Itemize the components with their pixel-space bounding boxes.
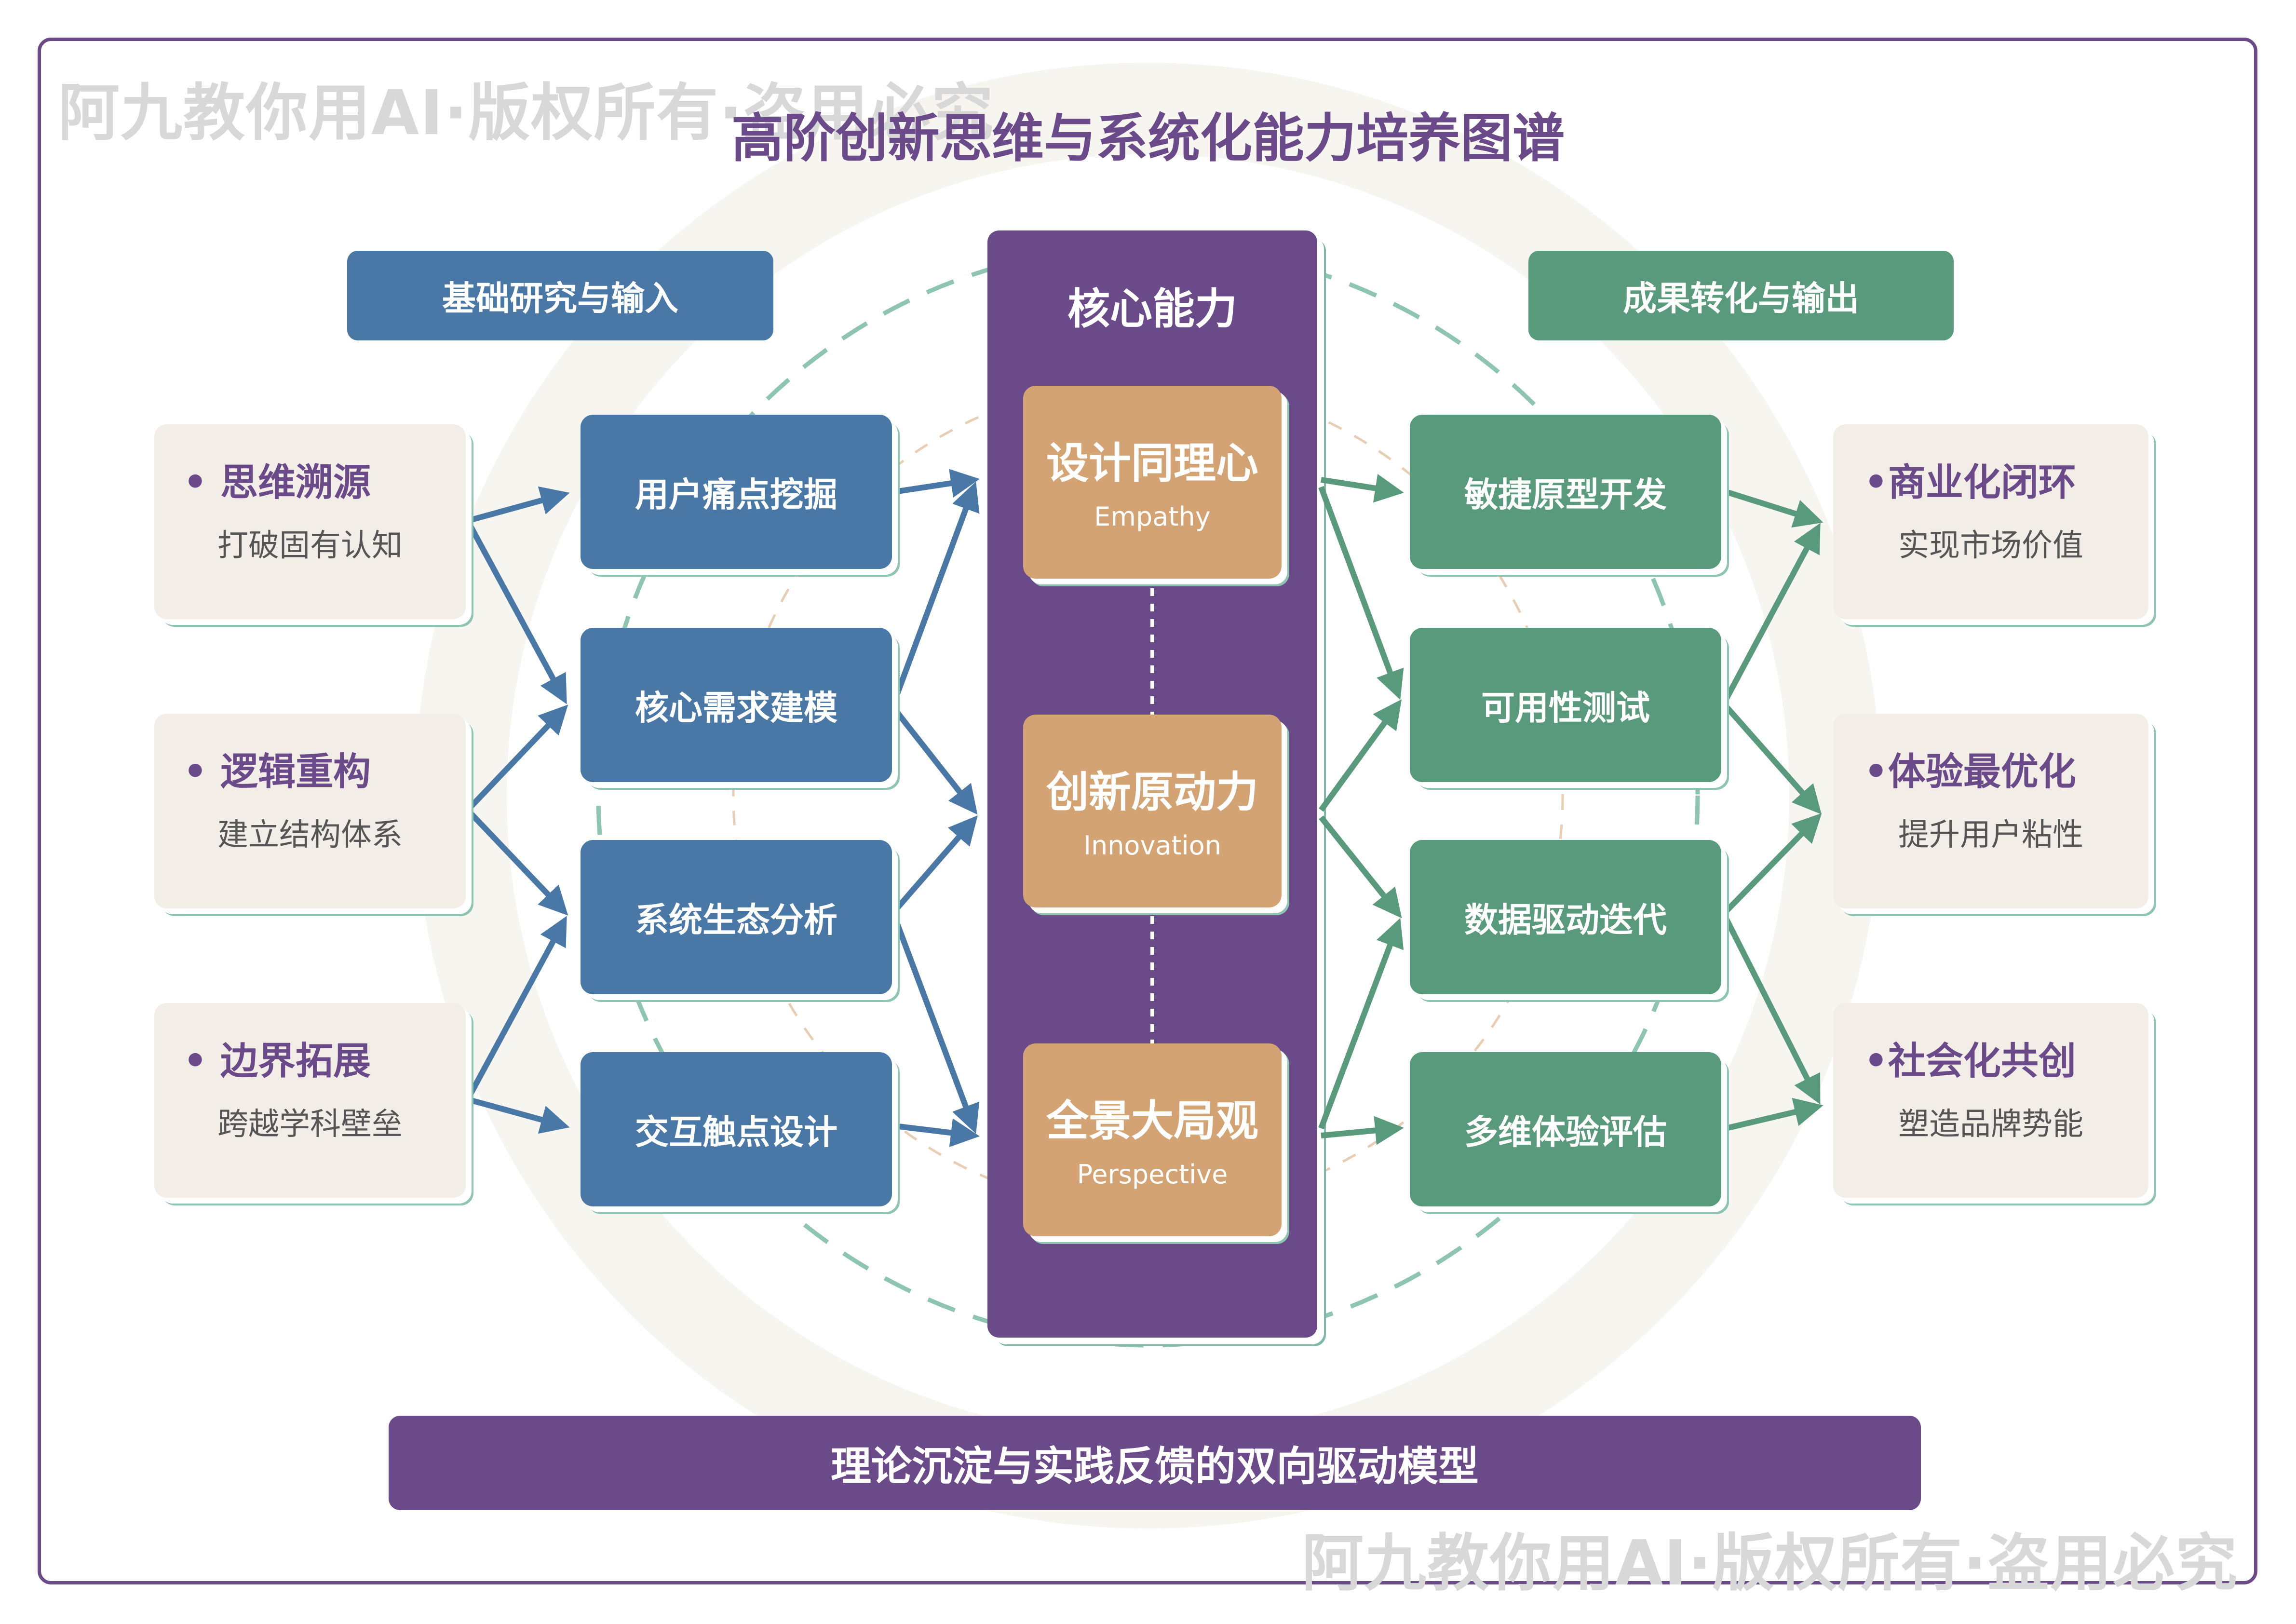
source-title: • 逻辑重构 xyxy=(183,750,371,794)
outcome-card-commercial: •商业化闭环 实现市场价值 xyxy=(1833,424,2148,619)
arrow-src1-r2 xyxy=(465,519,567,704)
outcome-subtitle: 实现市场价值 xyxy=(1898,528,2083,564)
core-item-english: Empathy xyxy=(1094,501,1211,532)
outcome-subtitle: 提升用户粘性 xyxy=(1898,817,2083,853)
arrow-r2-core2 xyxy=(892,707,978,815)
diagram-title: 高阶创新思维与系统化能力培养图谱 xyxy=(731,108,1565,169)
arrow-d3-o3 xyxy=(1723,917,1821,1105)
research-card-touchpoints: 交互触点设计 xyxy=(581,1052,892,1206)
source-card-thinking: • 思维溯源 打破固有认知 xyxy=(154,424,466,619)
arrow-r4-core3 xyxy=(894,1118,980,1148)
source-title: • 思维溯源 xyxy=(183,461,371,504)
left-header: 基础研究与输入 xyxy=(347,251,773,340)
footer-banner: 理论沉淀与实践反馈的双向驱动模型 xyxy=(389,1416,1921,1510)
arrow-r1-core xyxy=(894,469,980,498)
arrow-core-d3b xyxy=(1318,918,1404,1130)
research-card-needs-modeling: 核心需求建模 xyxy=(581,628,892,782)
research-card-pain-points: 用户痛点挖掘 xyxy=(581,415,892,569)
core-item-name: 全景大局观 xyxy=(1046,1096,1258,1146)
arrow-src2-r3 xyxy=(465,808,568,916)
outcome-subtitle: 塑造品牌势能 xyxy=(1898,1107,2083,1142)
arrow-d2-o1 xyxy=(1723,523,1821,701)
watermark-top: 阿九教你用AI·版权所有·盗用必究 xyxy=(58,77,994,149)
source-subtitle: 打破固有认知 xyxy=(217,528,403,564)
outcome-title: •社会化共创 xyxy=(1864,1040,2076,1083)
source-card-logic: • 逻辑重构 建立结构体系 xyxy=(154,714,466,908)
deliver-card-data-iteration: 数据驱动迭代 xyxy=(1410,840,1721,994)
source-subtitle: 建立结构体系 xyxy=(217,817,403,853)
watermark-bottom: 阿九教你用AI·版权所有·盗用必究 xyxy=(1302,1528,2238,1599)
arrow-src1-r1 xyxy=(467,486,570,524)
arrow-r2-core1 xyxy=(891,481,980,703)
arrow-core-d3a xyxy=(1319,815,1402,919)
arrow-d4-o3 xyxy=(1725,1097,1823,1131)
deliver-card-usability: 可用性测试 xyxy=(1410,628,1721,782)
core-card-empathy: 设计同理心 Empathy xyxy=(1023,386,1282,579)
core-item-english: Perspective xyxy=(1077,1159,1228,1190)
core-item-name: 创新原动力 xyxy=(1046,767,1258,817)
core-card-innovation: 创新原动力 Innovation xyxy=(1023,715,1282,907)
arrow-core-d2a xyxy=(1318,486,1404,700)
outcome-title: •商业化闭环 xyxy=(1864,461,2076,504)
core-item-name: 设计同理心 xyxy=(1046,438,1258,488)
arrow-r3-core2 xyxy=(892,815,978,913)
outcome-card-experience: •体验最优化 提升用户粘性 xyxy=(1833,714,2148,908)
arrow-src2-r2 xyxy=(465,704,568,812)
core-item-english: Innovation xyxy=(1083,830,1221,861)
deliver-card-evaluation: 多维体验评估 xyxy=(1410,1052,1721,1206)
source-subtitle: 跨越学科壁垒 xyxy=(217,1107,403,1142)
arrow-d1-o1 xyxy=(1725,489,1823,528)
arrow-core-d1 xyxy=(1321,474,1404,503)
core-title: 核心能力 xyxy=(1067,284,1237,334)
arrow-src3-r4 xyxy=(467,1096,570,1134)
research-card-ecosystem: 系统生态分析 xyxy=(581,840,892,994)
core-card-perspective: 全景大局观 Perspective xyxy=(1023,1043,1282,1236)
source-title: • 边界拓展 xyxy=(183,1040,371,1083)
source-card-boundary: • 边界拓展 跨越学科壁垒 xyxy=(154,1003,466,1198)
arrow-r3-core3 xyxy=(891,915,980,1134)
deliver-card-prototype: 敏捷原型开发 xyxy=(1410,415,1721,569)
arrow-core-d4 xyxy=(1321,1116,1404,1145)
arrow-d3-o2 xyxy=(1724,813,1822,914)
arrow-d2-o2 xyxy=(1724,704,1822,814)
outcome-card-social: •社会化共创 塑造品牌势能 xyxy=(1833,1003,2148,1198)
right-header: 成果转化与输出 xyxy=(1528,251,1954,340)
arrow-core-d2b xyxy=(1319,699,1402,812)
outcome-title: •体验最优化 xyxy=(1864,750,2076,794)
arrow-src3-r3 xyxy=(465,916,567,1101)
